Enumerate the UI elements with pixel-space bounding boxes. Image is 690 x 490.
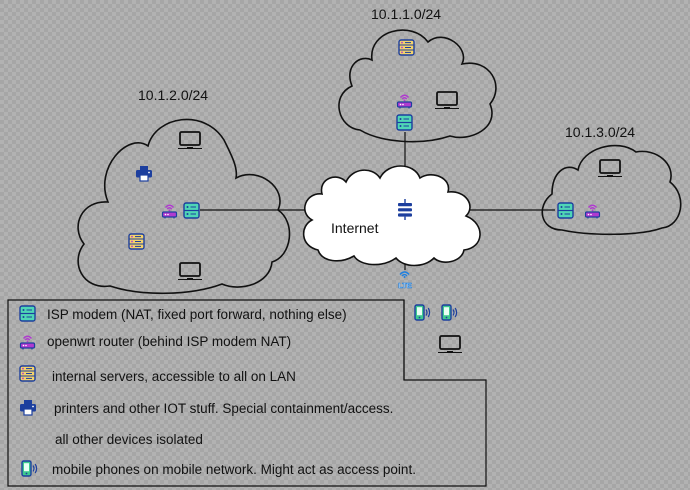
cloud-net-1-1 — [338, 29, 497, 143]
printer-icon — [135, 165, 153, 182]
server-icon — [398, 39, 415, 56]
laptop-icon — [177, 262, 203, 281]
wifi-router-icon — [161, 204, 178, 220]
legend-servers: internal servers, accessible to all on L… — [52, 369, 296, 384]
modem-icon — [19, 305, 36, 322]
printer-icon — [19, 399, 37, 416]
server-icon — [128, 233, 145, 250]
wifi-router-icon — [584, 204, 601, 220]
wifi-router-icon — [19, 335, 36, 351]
modem-icon — [183, 202, 200, 219]
laptop-icon — [434, 91, 460, 110]
network-label-10-1-3: 10.1.3.0/24 — [565, 124, 636, 140]
internet-label: Internet — [331, 220, 379, 236]
mobile-phone-icon — [21, 460, 38, 477]
wifi-router-icon — [396, 94, 413, 110]
network-label-10-1-1: 10.1.1.0/24 — [371, 6, 442, 22]
laptop-icon — [437, 335, 463, 354]
legend-mobile: mobile phones on mobile network. Might a… — [52, 462, 416, 477]
legend-printers: printers and other IOT stuff. Special co… — [54, 401, 394, 416]
modem-icon — [396, 114, 413, 131]
mobile-phone-icon — [414, 304, 431, 321]
lte-tower-icon — [399, 271, 410, 279]
laptop-icon — [597, 159, 623, 178]
cloud-net-1-2 — [77, 118, 291, 295]
legend-box — [7, 299, 487, 487]
cloud-internet — [302, 165, 481, 267]
legend-isolated: all other devices isolated — [55, 432, 203, 447]
mobile-phone-icon — [441, 304, 458, 321]
server-icon — [19, 365, 36, 382]
network-label-10-1-2: 10.1.2.0/24 — [138, 87, 209, 103]
legend-modem: ISP modem (NAT, fixed port forward, noth… — [47, 307, 347, 322]
lte-label: LTE — [398, 281, 412, 290]
legend-router: openwrt router (behind ISP modem NAT) — [47, 334, 292, 349]
cloud-net-1-3 — [541, 144, 682, 236]
modem-icon — [557, 202, 574, 219]
laptop-icon — [177, 131, 203, 150]
